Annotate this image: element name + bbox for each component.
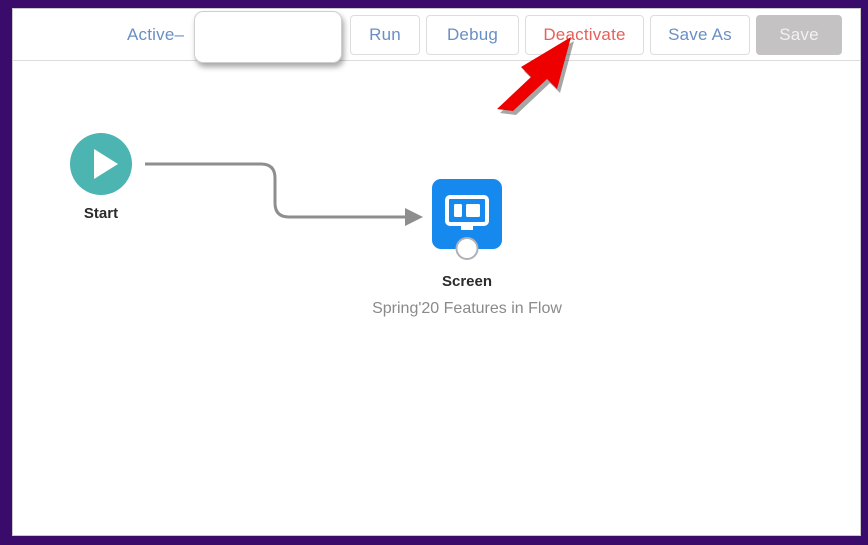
flow-status-label: Active– bbox=[127, 25, 185, 44]
flow-connector-layer bbox=[145, 162, 423, 226]
flow-node-screen[interactable]: Screen Spring'20 Features in Flow bbox=[371, 179, 563, 320]
screen-monitor-glyph bbox=[445, 195, 489, 230]
start-node-label: Start bbox=[83, 205, 119, 222]
screen-node-subtitle: Spring'20 Features in Flow bbox=[372, 300, 562, 317]
app-content-area: Active– Run Debug Deactivate Save As Sav… bbox=[12, 8, 861, 536]
play-icon bbox=[70, 133, 132, 195]
connector-arrowhead bbox=[405, 208, 423, 226]
screen-node-icon-wrap bbox=[432, 179, 502, 260]
flow-builder-toolbar: Active– Run Debug Deactivate Save As Sav… bbox=[13, 9, 860, 63]
connector-path-start-to-screen bbox=[145, 162, 405, 219]
save-as-button[interactable]: Save As bbox=[650, 15, 750, 55]
debug-button[interactable]: Debug bbox=[426, 15, 519, 55]
floating-popover-box[interactable] bbox=[194, 11, 342, 63]
screen-node-connector-handle[interactable] bbox=[455, 237, 479, 260]
deactivate-button[interactable]: Deactivate bbox=[525, 15, 644, 55]
screen-node-title: Screen bbox=[441, 273, 493, 290]
flow-canvas[interactable]: Start Screen Spring'20 Fe bbox=[13, 61, 860, 535]
run-button[interactable]: Run bbox=[350, 15, 420, 55]
flow-node-start[interactable]: Start bbox=[57, 133, 145, 222]
toolbar-button-group: Run Debug Deactivate Save As Save bbox=[350, 15, 842, 55]
save-button: Save bbox=[756, 15, 842, 55]
